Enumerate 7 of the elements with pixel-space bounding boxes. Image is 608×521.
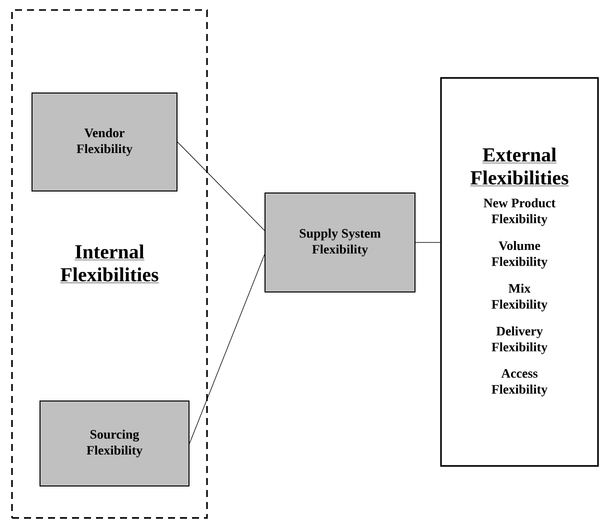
list-box: External Flexibilities New Product Flexibility Volume Flexibility Mix Flexibility Delivery Flexibility Access Flexibility [440, 77, 599, 467]
process-box: Supply System Flexibility [264, 192, 416, 292]
connector-line [189, 254, 265, 444]
connector-line [177, 142, 265, 231]
process-box: Vendor Flexibility [32, 92, 178, 192]
process-box: Sourcing Flexibility [40, 400, 190, 486]
connector-line [415, 242, 440, 243]
